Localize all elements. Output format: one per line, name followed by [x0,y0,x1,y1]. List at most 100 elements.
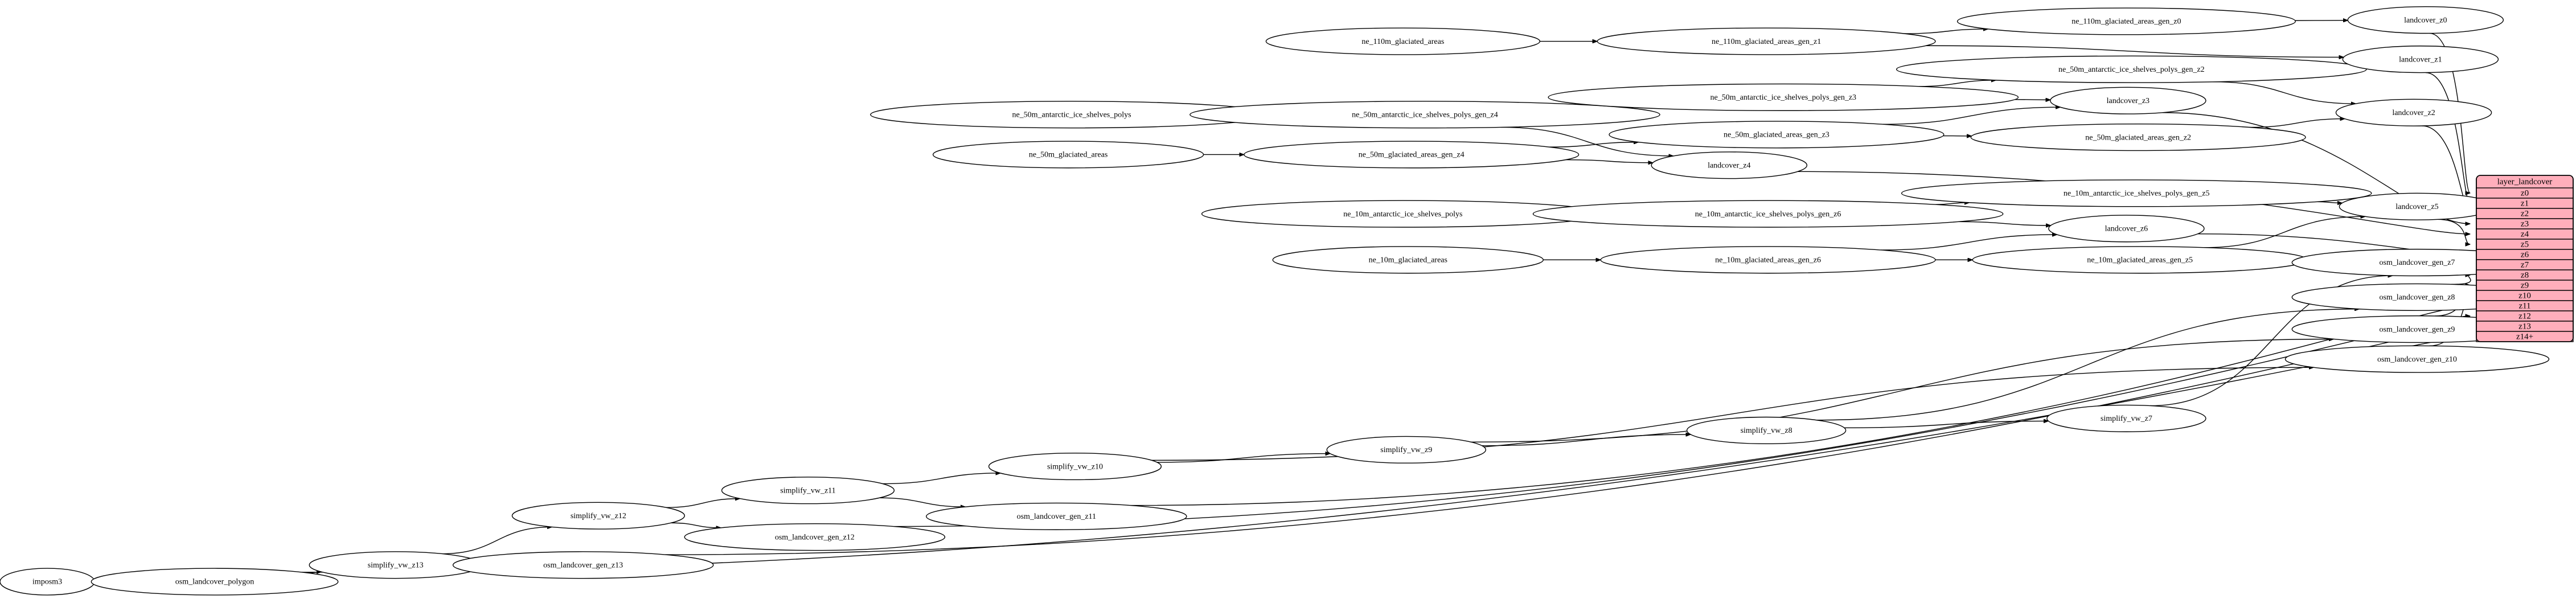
graph-node-osm_landcover_gen_z12[interactable]: osm_landcover_gen_z12 [684,523,946,551]
node-ellipse [452,551,714,579]
node-ellipse [1896,55,2367,83]
graph-node-ne_110m_glaciated_areas_gen_z1[interactable]: ne_110m_glaciated_areas_gen_z1 [1597,27,1936,55]
edge-osm_landcover_gen_z11-to-layer_landcover.z11 [1130,306,2470,506]
edge-ne_50m_antarctic_ice_shelves_polys_gen_z3-to-ne_50m_antarctic_ice_shelves_polys_gen_z2 [1918,80,1996,87]
edge-simplify_vw_z8-to-osm_landcover_gen_z8 [1816,309,2359,421]
graph-node-landcover_z1[interactable]: landcover_z1 [2342,46,2499,73]
graph-node-ne_50m_antarctic_ice_shelves_polys_gen_z4[interactable]: ne_50m_antarctic_ice_shelves_polys_gen_z… [1189,101,1660,129]
node-ellipse [2335,99,2492,126]
graph-node-simplify_vw_z10[interactable]: simplify_vw_z10 [988,452,1162,481]
edge-ne_10m_glaciated_areas_gen_z6-to-landcover_z6 [1880,235,2057,251]
node-ellipse [1972,246,2308,274]
node-ellipse [91,568,339,596]
graph-node-ne_50m_antarctic_ice_shelves_polys_gen_z2[interactable]: ne_50m_antarctic_ice_shelves_polys_gen_z… [1896,55,2367,83]
table-row-z12[interactable]: z12 [2476,310,2574,322]
table-row-z3[interactable]: z3 [2476,218,2574,229]
graph-node-osm_landcover_gen_z13[interactable]: osm_landcover_gen_z13 [452,551,714,579]
graph-node-imposm3[interactable]: imposm3 [0,568,95,596]
node-ellipse [1244,141,1580,169]
node-ellipse [1548,83,2019,111]
graph-node-simplify_vw_z8[interactable]: simplify_vw_z8 [1686,416,1847,444]
table-row-z11[interactable]: z11 [2476,300,2574,311]
node-ellipse [1532,200,2004,228]
graph-node-ne_10m_antarctic_ice_shelves_polys_gen_z6[interactable]: ne_10m_antarctic_ice_shelves_polys_gen_z… [1532,200,2004,228]
table-row-z8[interactable]: z8 [2476,269,2574,281]
node-ellipse [1956,7,2296,35]
table-row-z14+[interactable]: z14+ [2476,331,2574,342]
graph-node-simplify_vw_z9[interactable]: simplify_vw_z9 [1326,436,1487,464]
table-row-rect [2476,259,2574,270]
table-row-rect [2476,269,2574,281]
table-row-rect [2476,321,2574,332]
edge-simplify_vw_z11-to-simplify_vw_z10 [882,473,1000,485]
table-row-z10[interactable]: z10 [2476,290,2574,301]
table-row-rect [2476,228,2574,240]
edge-ne_50m_glaciated_areas_gen_z4-to-ne_50m_glaciated_areas_gen_z3 [1549,142,1639,147]
node-ellipse [1326,436,1487,464]
graph-node-ne_110m_glaciated_areas_gen_z0[interactable]: ne_110m_glaciated_areas_gen_z0 [1956,7,2296,35]
graph-node-landcover_z4[interactable]: landcover_z4 [1651,151,1808,179]
table-row-rect [2476,249,2574,260]
table-row-rect [2476,300,2574,311]
node-ellipse [1609,121,1945,149]
table-row-z0[interactable]: z0 [2476,187,2574,199]
graph-node-ne_50m_glaciated_areas_gen_z4[interactable]: ne_50m_glaciated_areas_gen_z4 [1244,141,1580,169]
edge-osm_landcover_gen_z8-to-layer_landcover.z8 [2451,275,2471,285]
graph-node-simplify_vw_z7[interactable]: simplify_vw_z7 [2046,404,2206,432]
node-ellipse [1597,27,1936,55]
table-row-rect [2476,208,2574,219]
table-row-rect [2476,331,2574,342]
graph-node-osm_landcover_gen_z10[interactable]: osm_landcover_gen_z10 [2284,345,2550,373]
edge-simplify_vw_z10-to-simplify_vw_z9 [1156,454,1330,463]
table-row-z6[interactable]: z6 [2476,249,2574,260]
graph-node-simplify_vw_z12[interactable]: simplify_vw_z12 [511,502,685,530]
table-row-z7[interactable]: z7 [2476,259,2574,270]
graph-node-landcover_z0[interactable]: landcover_z0 [2347,6,2504,34]
node-ellipse [721,477,895,505]
table-row-z5[interactable]: z5 [2476,239,2574,250]
graph-node-landcover_z6[interactable]: landcover_z6 [2048,215,2205,243]
graph-node-ne_10m_glaciated_areas_gen_z6[interactable]: ne_10m_glaciated_areas_gen_z6 [1600,246,1936,274]
graph-node-landcover_z3[interactable]: landcover_z3 [2050,87,2206,114]
table-row-z9[interactable]: z9 [2476,280,2574,291]
node-ellipse [1189,101,1660,129]
edge-ne_50m_glaciated_areas_gen_z2-to-landcover_z2 [2249,119,2345,128]
graph-node-landcover_z2[interactable]: landcover_z2 [2335,99,2492,126]
table-row-z13[interactable]: z13 [2476,321,2574,332]
graph-node-ne_50m_antarctic_ice_shelves_polys_gen_z3[interactable]: ne_50m_antarctic_ice_shelves_polys_gen_z… [1548,83,2019,111]
graph-node-ne_50m_glaciated_areas_gen_z3[interactable]: ne_50m_glaciated_areas_gen_z3 [1609,121,1945,149]
graph-node-ne_50m_glaciated_areas[interactable]: ne_50m_glaciated_areas [932,141,1204,169]
table-row-z1[interactable]: z1 [2476,198,2574,209]
node-ellipse [1265,27,1541,55]
node-ellipse [511,502,685,530]
node-ellipse [2048,215,2205,243]
graph-node-osm_landcover_gen_z11[interactable]: osm_landcover_gen_z11 [926,502,1187,530]
node-ellipse [2046,404,2206,432]
graph-node-landcover_z5[interactable]: landcover_z5 [2339,192,2496,220]
table-border [2476,175,2574,342]
node-ellipse [1686,416,1847,444]
table-row-rect [2476,310,2574,322]
node-ellipse [2339,192,2496,220]
table-row-z4[interactable]: z4 [2476,228,2574,240]
table-row-rect [2476,280,2574,291]
node-ellipse [932,141,1204,169]
graph-node-ne_50m_glaciated_areas_gen_z2[interactable]: ne_50m_glaciated_areas_gen_z2 [1970,123,2306,151]
edge-simplify_vw_z11-to-osm_landcover_gen_z11 [879,497,965,507]
edge-ne_10m_glaciated_areas_gen_z5-to-landcover_z5 [2204,216,2366,248]
table-row-rect [2476,187,2574,199]
graph-node-osm_landcover_polygon[interactable]: osm_landcover_polygon [91,568,339,596]
table-row-z2[interactable]: z2 [2476,208,2574,219]
graph-node-ne_10m_antarctic_ice_shelves_polys_gen_z5[interactable]: ne_10m_antarctic_ice_shelves_polys_gen_z… [1901,179,2372,207]
table-row-rect [2476,198,2574,209]
node-ellipse [1651,151,1808,179]
graph-node-simplify_vw_z11[interactable]: simplify_vw_z11 [721,477,895,505]
edge-ne_110m_glaciated_areas_gen_z1-to-ne_110m_glaciated_areas_gen_z0 [1904,29,1988,34]
graph-node-ne_110m_glaciated_areas[interactable]: ne_110m_glaciated_areas [1265,27,1541,55]
graph-node-ne_10m_glaciated_areas_gen_z5[interactable]: ne_10m_glaciated_areas_gen_z5 [1972,246,2308,274]
graph-node-ne_10m_glaciated_areas[interactable]: ne_10m_glaciated_areas [1272,246,1544,274]
node-ellipse [2342,46,2499,73]
